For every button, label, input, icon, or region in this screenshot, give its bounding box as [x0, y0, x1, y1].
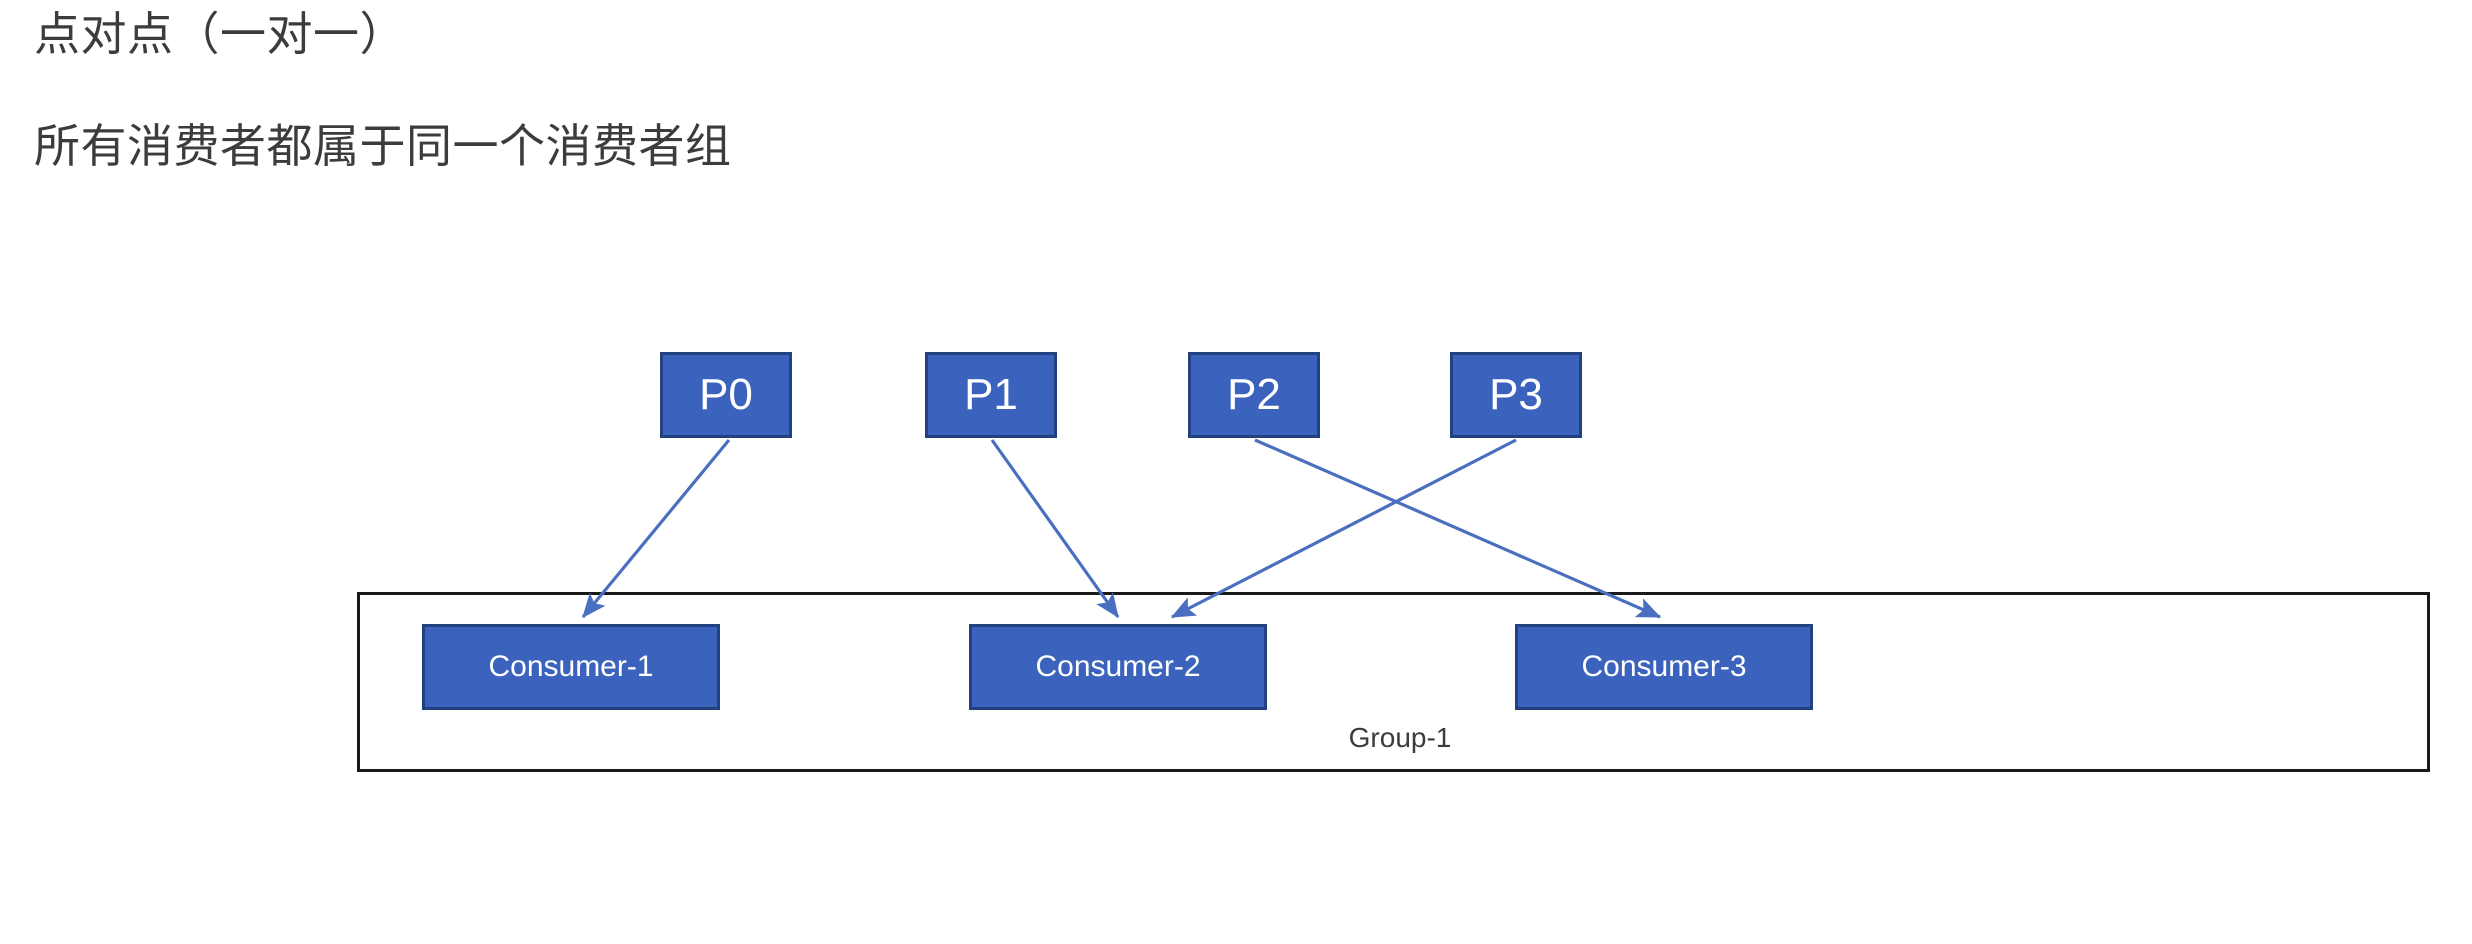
arrow-p0-consumer-1 — [581, 438, 731, 619]
partition-label: P3 — [1489, 370, 1543, 419]
consumer-label: Consumer-1 — [488, 650, 654, 683]
partition-node-p1[interactable]: P1 — [925, 352, 1057, 438]
consumer-node-2[interactable]: Consumer-2 — [969, 624, 1267, 710]
arrow-p1-consumer-2 — [990, 439, 1120, 619]
partition-node-p2[interactable]: P2 — [1188, 352, 1320, 438]
partition-label: P2 — [1227, 370, 1281, 419]
consumer-node-1[interactable]: Consumer-1 — [422, 624, 720, 710]
consumer-group-label: Group-1 — [1348, 722, 1452, 753]
consumer-label: Consumer-3 — [1581, 650, 1747, 683]
consumer-label: Consumer-2 — [1035, 650, 1201, 683]
partition-node-p0[interactable]: P0 — [660, 352, 792, 438]
page-subtitle: 所有消费者都属于同一个消费者组 — [34, 120, 732, 172]
partition-node-p3[interactable]: P3 — [1450, 352, 1582, 438]
partition-label: P1 — [964, 370, 1018, 419]
arrow-p3-consumer-2 — [1170, 438, 1517, 619]
partition-label: P0 — [699, 370, 753, 419]
arrow-p2-consumer-3 — [1254, 438, 1662, 619]
page-title: 点对点（一对一） — [34, 8, 406, 60]
consumer-node-3[interactable]: Consumer-3 — [1515, 624, 1813, 710]
